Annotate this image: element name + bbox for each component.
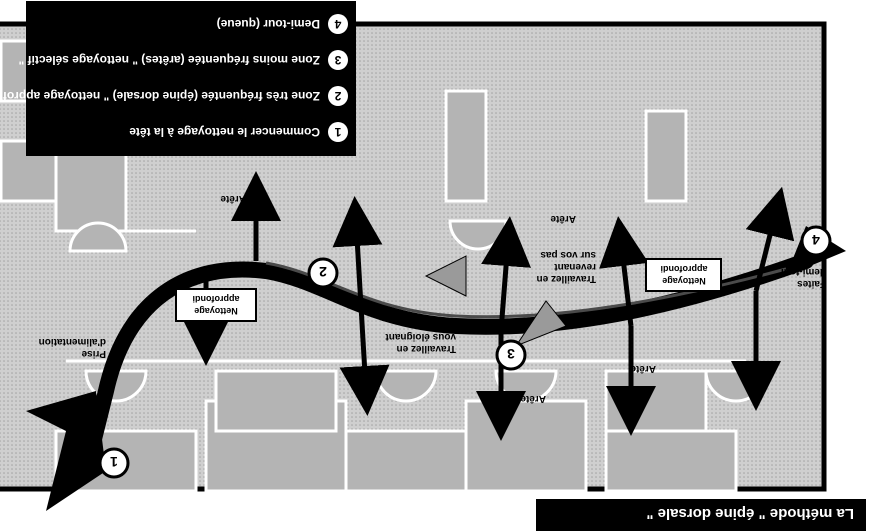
arete-label: Arête <box>630 363 656 374</box>
legend-number-badge <box>328 14 348 34</box>
desk <box>344 429 468 493</box>
spine-label-box <box>175 288 257 322</box>
legend-number: 4 <box>334 17 341 31</box>
legend-number: 2 <box>334 89 341 103</box>
desk <box>464 399 588 493</box>
branch-arrow <box>332 196 383 307</box>
marker-1 <box>98 447 130 479</box>
branch-arrow <box>481 216 531 332</box>
side-branches <box>181 171 795 441</box>
direction-arrow <box>424 255 467 297</box>
branch-arrow <box>745 186 795 292</box>
arete-label: Arête <box>550 213 576 224</box>
marker-2-label: 2 <box>319 264 327 280</box>
spine-label-box <box>645 258 722 292</box>
outlet-label: d'alimentation <box>39 336 106 347</box>
spine-label-line: approfondi <box>661 264 708 274</box>
desk <box>214 369 338 433</box>
legend: 1 Commencer le nettoyage à la tête 2 Zon… <box>0 1 356 156</box>
caption-box <box>536 499 866 531</box>
work-back-label: revenant <box>554 261 596 272</box>
marker-3-label: 3 <box>507 346 515 362</box>
spine-label-line: Nettoyage <box>194 306 238 316</box>
arete-label: Arête <box>220 193 246 204</box>
spine-label-line: approfondi <box>193 294 240 304</box>
legend-text: Commencer le nettoyage à la tête <box>129 125 320 139</box>
legend-number: 3 <box>334 53 341 67</box>
turn-label: Faites <box>797 278 826 289</box>
desk <box>604 369 708 433</box>
legend-text: Zone moins fréquentée (arêtes) " nettoya… <box>19 53 320 67</box>
legend-number-badge <box>328 86 348 106</box>
arete-label: Arête <box>520 393 546 404</box>
tail-shape <box>26 391 106 511</box>
work-away-label: Travaillez en <box>397 343 456 354</box>
work-away-label: vous éloignant <box>385 331 456 342</box>
marker-2 <box>307 257 339 289</box>
legend-number-badge <box>328 50 348 70</box>
legend-number-badge <box>328 122 348 142</box>
work-back-label: sur vos pas <box>540 249 596 260</box>
branch-arrow <box>599 216 649 327</box>
legend-number: 1 <box>334 125 341 139</box>
spine-labels: Nettoyage approfondi Nettoyage approfond… <box>175 258 722 322</box>
desk <box>604 429 738 493</box>
legend-text: Demi-tour (queue) <box>217 17 320 31</box>
direction-arrow <box>514 300 567 348</box>
marker-3 <box>495 339 527 371</box>
legend-text: Zone très fréquentée (épine dorsale) " n… <box>0 89 320 103</box>
outlet-label: Prise <box>81 348 106 359</box>
path-markers: 1 2 3 4 <box>98 225 832 479</box>
turn-label: demi-tour <box>780 266 826 277</box>
marker-4 <box>800 225 832 257</box>
chair <box>68 221 128 253</box>
desk <box>444 89 488 203</box>
caption: La méthode " épine dorsale " <box>646 505 854 522</box>
annotations: Faites demi-tour Prise d'alimentation Tr… <box>39 193 826 404</box>
branch-arrow <box>339 305 390 416</box>
marker-4-label: 4 <box>812 232 820 248</box>
spine-label-line: Nettoyage <box>662 276 706 286</box>
work-back-label: Travaillez en <box>537 273 596 284</box>
desk <box>644 109 688 203</box>
legend-box <box>26 1 356 156</box>
marker-1-label: 1 <box>110 454 118 470</box>
